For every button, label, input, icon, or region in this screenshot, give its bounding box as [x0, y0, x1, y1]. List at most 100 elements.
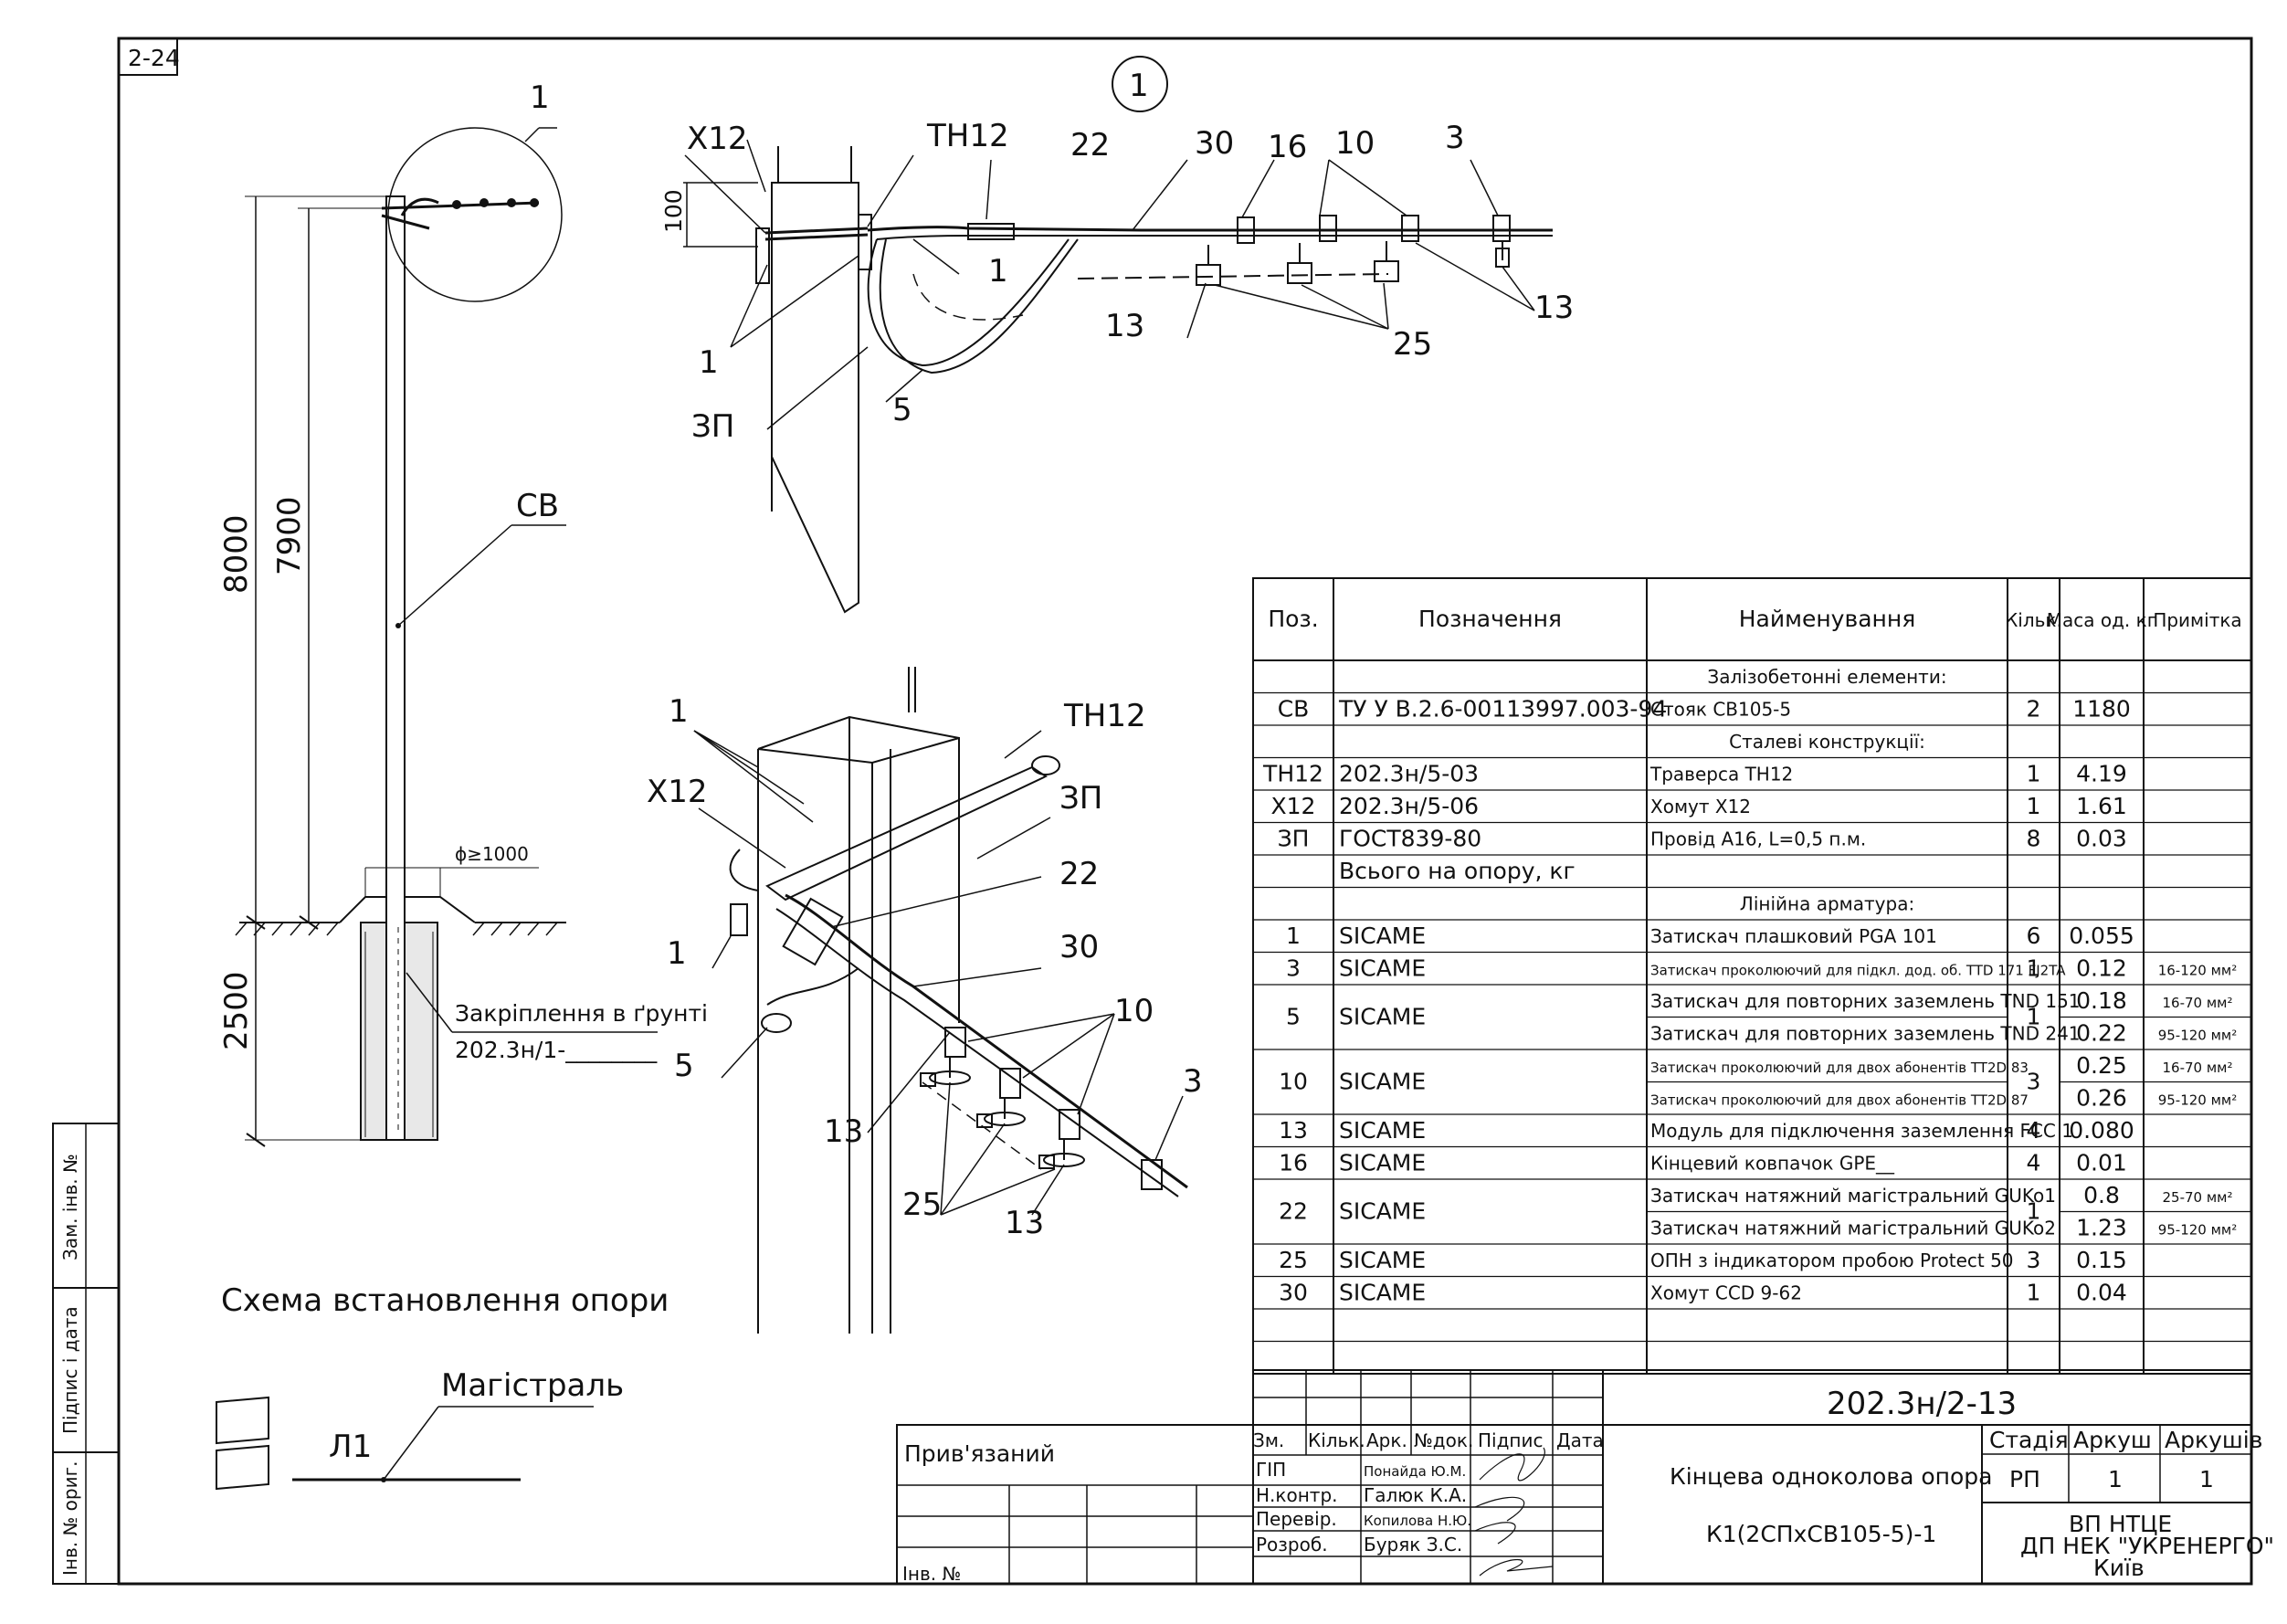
spec-des-3: 202.3н/5-03	[1339, 760, 1479, 786]
linked-label: Прив'язаний	[904, 1440, 1055, 1467]
spec-mass-8: 0.055	[2069, 923, 2134, 949]
spec-qty-12: 4	[2027, 1117, 2041, 1144]
iso-zp: ЗП	[1059, 780, 1102, 817]
iso-13-right: 13	[1005, 1205, 1044, 1241]
detail-view-1: 1	[660, 56, 1574, 614]
spec-note-11: 16-70 мм²	[2163, 1060, 2233, 1076]
spec-mass-5: 0.03	[2076, 825, 2127, 851]
iso-22: 22	[1059, 856, 1099, 892]
detail-22: 22	[1070, 127, 1110, 163]
spec-mass2-10: 0.22	[2076, 1019, 2127, 1046]
title-block: Прив'язаний Інв. № Зм. Кільк. Арк.	[896, 1369, 2274, 1585]
spec-pos-14: 22	[1279, 1198, 1308, 1225]
spec-des-15: SICAME	[1339, 1247, 1426, 1273]
spec-qty-11: 3	[2027, 1069, 2041, 1095]
doc-code: 202.3н/2-13	[1827, 1386, 2017, 1422]
sheet-frame	[117, 37, 2253, 1586]
spec-name2-11: Затискач проколюючий для двох абонентів …	[1650, 1091, 2029, 1108]
spec-qty-15: 3	[2027, 1247, 2041, 1273]
detail-5: 5	[892, 392, 912, 428]
detail-1-right: 1	[988, 253, 1008, 290]
spec-qty-4: 1	[2027, 793, 2041, 819]
spec-pos-4: Х12	[1271, 793, 1316, 819]
elevation-callout: 1	[530, 79, 550, 116]
detail-13-left: 13	[1105, 308, 1144, 344]
rev-h-3: №док.	[1414, 1429, 1473, 1451]
spec-name-12: Модуль для підключення заземлення FCC 1	[1650, 1120, 2073, 1142]
spec-header-5: Примітка	[2153, 609, 2241, 631]
detail-25: 25	[1393, 326, 1432, 363]
iso-30: 30	[1059, 929, 1099, 965]
spec-qty-9: 1	[2027, 954, 2041, 981]
spec-name-10: Затискач для повторних заземлень TND 151	[1650, 990, 2081, 1012]
stamp-orig-inv: Інв. № ориг.	[59, 1461, 81, 1576]
spec-des-11: SICAME	[1339, 1069, 1426, 1095]
iso-13-left: 13	[824, 1113, 863, 1150]
spec-pos-16: 30	[1279, 1279, 1308, 1305]
sheet-number: 2-24	[128, 45, 180, 71]
spec-name-13: Кінцевий ковпачок GPE__	[1650, 1152, 1895, 1174]
detail-zp: ЗП	[691, 408, 734, 445]
rev-h-0: Зм.	[1253, 1429, 1284, 1451]
spec-section-0: Залізобетонні елементи:	[1707, 666, 1946, 688]
name-2: Копилова Н.Ю.	[1364, 1513, 1471, 1529]
detail-3: 3	[1445, 120, 1465, 156]
spec-mass-16: 0.04	[2076, 1279, 2127, 1305]
spec-des-9: SICAME	[1339, 954, 1426, 981]
spec-qty-10: 1	[2027, 1004, 2041, 1030]
iso-x12: Х12	[647, 774, 708, 810]
iso-th12: ТН12	[1063, 698, 1146, 734]
rev-h-1: Кільк.	[1308, 1429, 1365, 1451]
spec-name-4: Хомут Х12	[1650, 796, 1751, 817]
spec-mass-14: 0.8	[2083, 1182, 2120, 1208]
stage-value: РП	[2009, 1466, 2040, 1492]
sheet-header: Аркуш	[2073, 1427, 2152, 1453]
spec-mass-3: 4.19	[2076, 760, 2127, 786]
detail-30: 30	[1195, 125, 1234, 162]
org-line2: ДП НЕК "УКРЕНЕРГО"	[2020, 1533, 2274, 1559]
iso-1-top: 1	[669, 693, 689, 730]
side-stamp: Зам. інв. № Підпис і дата Інв. № ориг.	[52, 1123, 120, 1585]
spec-mass-12: 0.080	[2069, 1117, 2134, 1144]
pole-elevation: 1 8000 7900 2500 ϕ≥1000 СВ Закріплення в…	[218, 79, 708, 1319]
spec-qty-8: 6	[2027, 923, 2041, 949]
spec-mass-9: 0.12	[2076, 954, 2127, 981]
stamp-replace-inv: Зам. інв. №	[59, 1154, 81, 1260]
detail-dim-100: 100	[660, 189, 687, 233]
spec-note2-10: 95-120 мм²	[2158, 1027, 2238, 1043]
spec-note2-11: 95-120 мм²	[2158, 1091, 2238, 1108]
spec-header-2: Найменування	[1739, 606, 1916, 632]
anchor-ref: 202.3н/1-________	[455, 1037, 658, 1063]
spec-name-9: Затискач проколюючий для підкл. дод. об.…	[1650, 962, 2066, 978]
spec-mass2-11: 0.26	[2076, 1084, 2127, 1111]
spec-name2-10: Затискач для повторних заземлень TND 241	[1650, 1022, 2081, 1044]
pole-label: СВ	[516, 488, 559, 524]
iso-10: 10	[1114, 993, 1154, 1029]
spec-qty-13: 4	[2027, 1149, 2041, 1176]
spec-mass-4: 1.61	[2076, 793, 2127, 819]
spec-qty-16: 1	[2027, 1279, 2041, 1305]
spec-note-10: 16-70 мм²	[2163, 995, 2233, 1011]
spec-pos-13: 16	[1279, 1149, 1308, 1176]
spec-name2-14: Затискач натяжний магістральний GUKo2	[1650, 1217, 2056, 1239]
spec-pos-1: СВ	[1278, 695, 1310, 722]
spec-header-1: Позначення	[1418, 606, 1562, 632]
detail-13-right: 13	[1534, 290, 1574, 326]
spec-pos-3: ТН12	[1262, 760, 1323, 786]
iso-25: 25	[902, 1186, 942, 1223]
dim-total: 8000	[218, 514, 255, 594]
role-0: ГІП	[1256, 1459, 1286, 1481]
sheets-value: 1	[2199, 1466, 2214, 1492]
spec-pos-5: ЗП	[1278, 825, 1310, 851]
spec-qty-14: 1	[2027, 1198, 2041, 1225]
spec-des-5: ГОСТ839-80	[1339, 825, 1481, 851]
iso-3: 3	[1183, 1063, 1203, 1100]
sheet-number-box	[118, 37, 178, 76]
spec-name-3: Траверса ТН12	[1649, 763, 1793, 785]
spec-qty-5: 8	[2027, 825, 2041, 851]
spec-des-6: Всього на опору, кг	[1339, 858, 1576, 884]
spec-des-13: SICAME	[1339, 1149, 1426, 1176]
inv-label: Інв. №	[902, 1563, 961, 1585]
elevation-caption: Схема встановлення опори	[221, 1282, 669, 1319]
